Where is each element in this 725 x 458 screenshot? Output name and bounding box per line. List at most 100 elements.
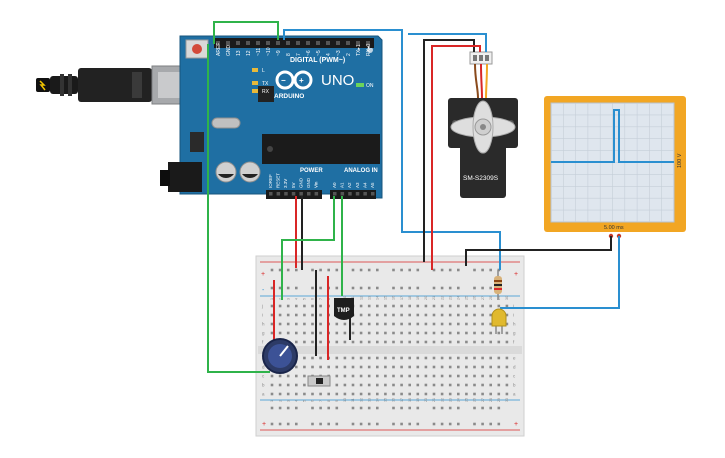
breadboard-hole[interactable] [392,406,395,410]
breadboard-hole[interactable] [278,331,282,335]
digital-pin-hole[interactable] [276,41,280,45]
breadboard-hole[interactable] [392,392,395,396]
breadboard-hole[interactable] [392,422,395,426]
breadboard-hole[interactable] [481,304,484,308]
power-pin-hole[interactable] [307,192,311,196]
digital-pin-hole[interactable] [336,41,340,45]
slide-switch[interactable] [307,375,331,387]
breadboard-hole[interactable] [416,286,420,290]
breadboard-hole[interactable] [448,322,452,326]
breadboard-hole[interactable] [465,322,468,326]
breadboard-hole[interactable] [392,356,395,360]
breadboard-hole[interactable] [448,268,452,272]
breadboard-hole[interactable] [440,356,444,360]
breadboard-hole[interactable] [311,422,314,426]
breadboard-hole[interactable] [416,268,420,272]
breadboard-hole[interactable] [376,322,379,326]
breadboard-hole[interactable] [408,304,411,308]
breadboard-hole[interactable] [457,340,460,344]
breadboard-hole[interactable] [416,392,420,396]
breadboard-hole[interactable] [505,374,509,378]
analog-pin-hole[interactable] [363,192,367,196]
usb-cable[interactable] [36,65,197,105]
breadboard-hole[interactable] [278,286,282,290]
analog-pin-hole[interactable] [355,192,360,196]
breadboard-hole[interactable] [376,268,379,272]
breadboard-hole[interactable] [335,322,339,326]
breadboard-hole[interactable] [327,406,330,410]
breadboard-hole[interactable] [424,374,428,378]
breadboard-hole[interactable] [489,286,492,290]
breadboard-hole[interactable] [497,356,501,360]
breadboard-hole[interactable] [335,356,339,360]
breadboard-hole[interactable] [367,331,371,335]
breadboard-hole[interactable] [335,392,339,396]
breadboard-hole[interactable] [392,322,395,326]
breadboard-hole[interactable] [408,365,411,369]
breadboard-hole[interactable] [384,322,387,326]
breadboard-hole[interactable] [295,422,298,426]
breadboard-hole[interactable] [384,313,387,317]
breadboard-hole[interactable] [473,392,476,396]
breadboard-hole[interactable] [408,313,411,317]
breadboard-hole[interactable] [489,331,492,335]
breadboard-hole[interactable] [278,422,282,426]
breadboard-hole[interactable] [457,331,460,335]
breadboard-hole[interactable] [351,365,355,369]
breadboard-hole[interactable] [440,406,444,410]
breadboard-hole[interactable] [424,340,428,344]
breadboard-hole[interactable] [359,374,363,378]
breadboard-hole[interactable] [311,406,314,410]
breadboard-hole[interactable] [351,340,355,344]
breadboard-hole[interactable] [303,356,306,360]
breadboard-hole[interactable] [295,286,298,290]
breadboard-hole[interactable] [319,422,322,426]
breadboard-hole[interactable] [489,313,492,317]
breadboard-hole[interactable] [335,268,339,272]
breadboard-hole[interactable] [278,406,282,410]
breadboard-hole[interactable] [481,268,484,272]
breadboard-hole[interactable] [327,422,330,426]
breadboard-hole[interactable] [505,392,509,396]
breadboard-hole[interactable] [286,331,290,335]
breadboard-hole[interactable] [481,374,484,378]
breadboard-hole[interactable] [432,392,436,396]
breadboard-hole[interactable] [416,365,420,369]
breadboard-hole[interactable] [432,406,436,410]
breadboard-hole[interactable] [270,313,274,317]
breadboard-hole[interactable] [384,392,387,396]
breadboard-hole[interactable] [497,365,501,369]
breadboard-hole[interactable] [384,340,387,344]
breadboard-hole[interactable] [359,340,363,344]
breadboard-hole[interactable] [319,340,322,344]
breadboard-hole[interactable] [367,383,371,387]
breadboard-hole[interactable] [416,313,420,317]
breadboard-hole[interactable] [448,383,452,387]
breadboard-hole[interactable] [400,406,403,410]
breadboard-hole[interactable] [351,422,355,426]
breadboard-hole[interactable] [319,365,322,369]
breadboard-hole[interactable] [351,356,355,360]
breadboard-hole[interactable] [335,286,339,290]
breadboard-hole[interactable] [359,331,363,335]
breadboard-hole[interactable] [505,331,509,335]
breadboard-hole[interactable] [367,422,371,426]
breadboard-hole[interactable] [303,340,306,344]
breadboard-hole[interactable] [440,392,444,396]
breadboard-hole[interactable] [359,383,363,387]
breadboard-hole[interactable] [473,356,476,360]
breadboard-hole[interactable] [440,383,444,387]
breadboard-hole[interactable] [465,340,468,344]
breadboard-hole[interactable] [465,374,468,378]
analog-pin-hole[interactable] [340,192,345,196]
wire-black-scope[interactable] [465,236,612,266]
breadboard-hole[interactable] [497,383,501,387]
breadboard-hole[interactable] [465,304,468,308]
breadboard-hole[interactable] [270,383,274,387]
breadboard-hole[interactable] [367,392,371,396]
breadboard-hole[interactable] [343,365,347,369]
breadboard-hole[interactable] [311,304,314,308]
breadboard-hole[interactable] [424,304,428,308]
breadboard-hole[interactable] [473,304,476,308]
breadboard-hole[interactable] [497,392,501,396]
